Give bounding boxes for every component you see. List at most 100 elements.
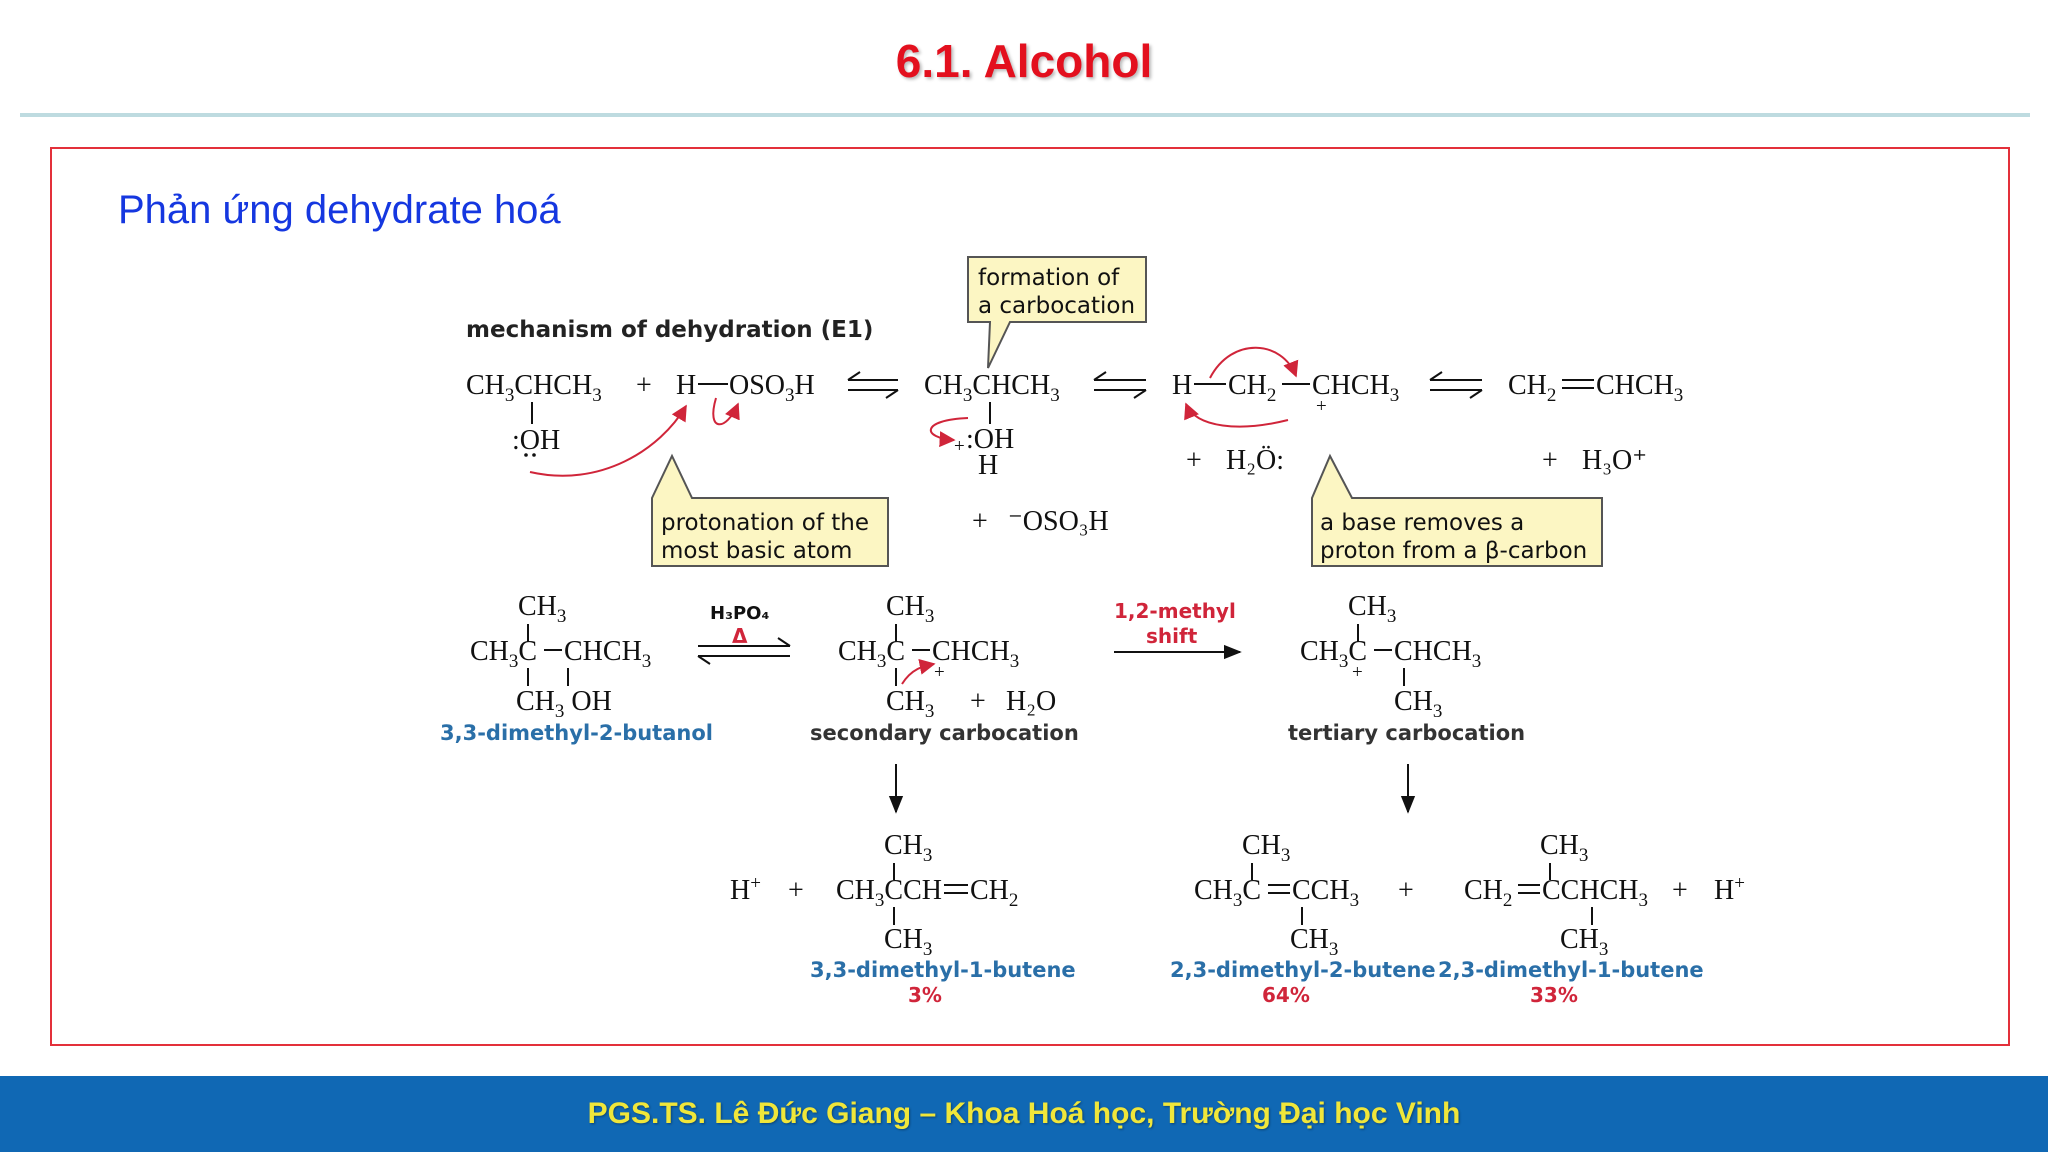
svg-text:+: + [954, 436, 965, 457]
svg-text:OSO3H: OSO3H [729, 370, 815, 406]
product-yield: 3% [908, 983, 942, 1007]
dimethylbutene-2-structure: CH3 CH3C CCH3 CH3 [1194, 830, 1359, 960]
svg-text:H: H [978, 450, 998, 481]
dimethylbutene-1-structure: CH3 CH3CCH CH2 CH3 [836, 830, 1018, 960]
svg-text:+: + [1672, 875, 1688, 906]
protonated-alcohol-structure: CH3CHCH3 :OH + H [924, 370, 1060, 481]
svg-text:+: + [972, 506, 988, 537]
product-yield: 33% [1530, 983, 1578, 1007]
dimethylbutanol-structure: CH3 CH3C CHCH3 CH3 OH [470, 591, 651, 722]
svg-text:CH3: CH3 [884, 830, 932, 866]
svg-text:a base removes a: a base removes a [1320, 510, 1524, 536]
svg-text:CH3 OH: CH3 OH [516, 686, 612, 722]
svg-text:+: + [636, 370, 652, 401]
svg-text:formation of: formation of [978, 265, 1120, 291]
svg-text:CH3CHCH3: CH3CHCH3 [466, 370, 602, 406]
product-name: 2,3-dimethyl-1-butene [1438, 958, 1704, 982]
water-product: H₂O [1006, 686, 1056, 717]
svg-text:CH3: CH3 [1540, 830, 1588, 866]
callout-carbocation: formation of a carbocation [967, 256, 1147, 369]
svg-text:CH3C: CH3C [1300, 636, 1367, 672]
svg-text:CH3: CH3 [1348, 591, 1396, 627]
svg-text::OH: :OH [966, 424, 1014, 455]
svg-text:CH3: CH3 [1242, 830, 1290, 866]
svg-text:CH3C: CH3C [470, 636, 537, 672]
shift-label: 1,2-methyl [1114, 599, 1236, 623]
svg-text:+: + [788, 875, 804, 906]
secondary-carbocation-structure: CH3 CH3C CHCH3 + CH3 [838, 591, 1019, 722]
heat-symbol: Δ [732, 624, 748, 648]
electron-arrow [1209, 346, 1299, 379]
svg-text:CHCH3: CHCH3 [1394, 636, 1481, 672]
svg-text:a carbocation: a carbocation [978, 293, 1135, 319]
svg-text:CHCH3: CHCH3 [1312, 370, 1399, 406]
svg-text:CH3: CH3 [886, 686, 934, 722]
svg-text:+: + [970, 686, 986, 717]
water-reagent: H₂Ö: [1226, 445, 1284, 476]
callout-protonation: protonation of the most basic atom [651, 453, 889, 567]
isopropanol-structure: CH3CHCH3 :OH [466, 370, 602, 457]
svg-text:+: + [1316, 396, 1327, 417]
svg-text:+: + [1542, 445, 1558, 476]
svg-text:proton from a β-carbon: proton from a β-carbon [1320, 538, 1587, 564]
product-yield: 64% [1262, 983, 1310, 1007]
svg-text:CH2: CH2 [1464, 875, 1512, 911]
svg-text:CH3: CH3 [884, 924, 932, 960]
svg-text:CH2: CH2 [1508, 370, 1556, 406]
content-frame [50, 147, 2010, 1046]
svg-text:CCH3: CCH3 [1292, 875, 1359, 911]
svg-text:+: + [934, 662, 945, 683]
equilibrium-arrow [697, 637, 791, 665]
compound-name: tertiary carbocation [1288, 721, 1525, 745]
svg-text:H+: H+ [730, 873, 761, 906]
hydronium-ion: H₃O⁺ [1582, 445, 1647, 476]
electron-arrow [529, 404, 687, 477]
propene-structure: CH2 CHCH3 [1508, 370, 1683, 406]
tertiary-carbocation-structure: CH3 CH3C + CHCH3 CH3 [1300, 591, 1481, 722]
callout-base: a base removes a proton from a β-carbon [1311, 453, 1603, 567]
svg-text:H: H [676, 370, 696, 401]
equilibrium-arrow [1429, 371, 1483, 399]
bisulfate-ion: ⁻OSO₃H [1008, 506, 1109, 537]
svg-text::OH: :OH [512, 425, 560, 456]
dimethylbutene-3-structure: CH3 CH2 CCHCH3 CH3 [1464, 830, 1648, 960]
svg-text:CH3CCH: CH3CCH [836, 875, 942, 911]
compound-name: 3,3-dimethyl-2-butanol [440, 721, 713, 745]
svg-text:CH3CHCH3: CH3CHCH3 [924, 370, 1060, 406]
svg-text:CH3C: CH3C [838, 636, 905, 672]
svg-text:CCHCH3: CCHCH3 [1542, 875, 1648, 911]
svg-text:CH2: CH2 [970, 875, 1018, 911]
footer-credit: PGS.TS. Lê Đức Giang – Khoa Hoá học, Trư… [587, 1097, 1461, 1130]
mechanism-heading: mechanism of dehydration (E1) [466, 317, 873, 343]
slide-title: 6.1. Alcohol [895, 35, 1153, 87]
svg-text:CH3: CH3 [1290, 924, 1338, 960]
shift-label: shift [1146, 624, 1198, 648]
svg-text:CHCH3: CHCH3 [932, 636, 1019, 672]
sulfuric-acid-structure: H OSO3H [676, 370, 815, 406]
footer-bar [0, 1076, 2048, 1152]
svg-text:protonation of the: protonation of the [661, 510, 869, 536]
svg-text:CHCH3: CHCH3 [1596, 370, 1683, 406]
slide-subtitle: Phản ứng dehydrate hoá [118, 188, 561, 232]
svg-text:CH3: CH3 [1394, 686, 1442, 722]
svg-text:+: + [1186, 445, 1202, 476]
svg-text:CH3C: CH3C [1194, 875, 1261, 911]
equilibrium-arrow [1093, 371, 1147, 399]
svg-text:CH2: CH2 [1228, 370, 1276, 406]
electron-arrow [712, 397, 740, 426]
svg-text:CH3: CH3 [886, 591, 934, 627]
svg-text:H: H [1172, 370, 1192, 401]
svg-text:+: + [1398, 875, 1414, 906]
svg-text:+: + [1352, 662, 1363, 683]
compound-name: secondary carbocation [810, 721, 1079, 745]
catalyst-label: H₃PO₄ [710, 603, 769, 624]
title-divider [20, 113, 2030, 117]
svg-text:CH3: CH3 [1560, 924, 1608, 960]
svg-text:H+: H+ [1714, 873, 1745, 906]
electron-arrow [930, 417, 969, 448]
svg-text:CH3: CH3 [518, 591, 566, 627]
electron-arrow [1184, 402, 1289, 428]
svg-text:CHCH3: CHCH3 [564, 636, 651, 672]
product-name: 3,3-dimethyl-1-butene [810, 958, 1076, 982]
